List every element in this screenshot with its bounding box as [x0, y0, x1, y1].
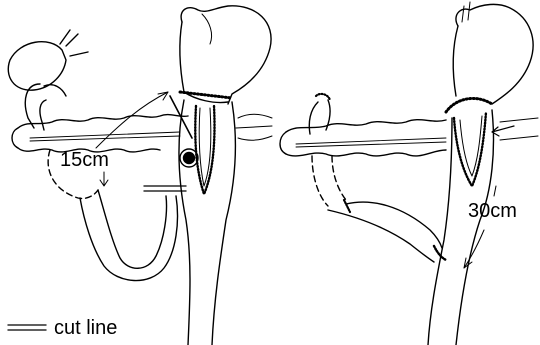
left-marker-dot [184, 153, 195, 164]
left-duct [60, 30, 88, 56]
right-measure-arrow-up [494, 186, 496, 196]
left-organ-pouch [8, 42, 66, 90]
left-stomach-curve [202, 14, 212, 44]
legend-label: cut line [54, 318, 117, 338]
right-colon-right [500, 118, 538, 140]
right-stump [309, 100, 330, 134]
left-cut-line [144, 186, 186, 191]
left-panel [8, 6, 272, 345]
right-stomach [456, 4, 533, 104]
left-down-arrow [100, 172, 108, 186]
right-stump-closure [316, 94, 330, 100]
left-limb-inner [212, 102, 235, 345]
right-pointer [492, 126, 514, 136]
left-measure-arrow [96, 92, 168, 148]
right-gastric-staples [446, 98, 492, 112]
right-afferent-dashed-1 [312, 156, 328, 206]
left-stomach [181, 6, 271, 104]
legend-cut-line-symbol [8, 325, 46, 330]
left-limb-outer [179, 100, 190, 345]
right-stomach-neck [462, 2, 470, 22]
left-length-label: 15cm [60, 150, 109, 170]
left-afferent-loop [98, 190, 167, 268]
right-measure-arrow [464, 230, 484, 268]
right-panel [280, 2, 538, 345]
right-afferent-limb-upper [346, 202, 442, 248]
right-afferent-dashed-2 [332, 156, 346, 200]
left-colon-right [236, 114, 272, 140]
right-length-label: 30cm [468, 201, 517, 221]
left-instrument [170, 96, 192, 138]
right-transverse-colon-lower [286, 150, 446, 156]
right-colon-end [280, 132, 286, 154]
left-anastomosis-hatch [195, 106, 214, 194]
right-afferent-limb-lower [328, 210, 434, 262]
right-stomach-left [453, 26, 458, 96]
right-colon-inner [296, 138, 446, 147]
left-colon-end [12, 128, 18, 148]
left-stomach-left-wall [180, 22, 184, 92]
right-roux-inner [456, 110, 494, 345]
right-limb-staple [344, 200, 350, 212]
